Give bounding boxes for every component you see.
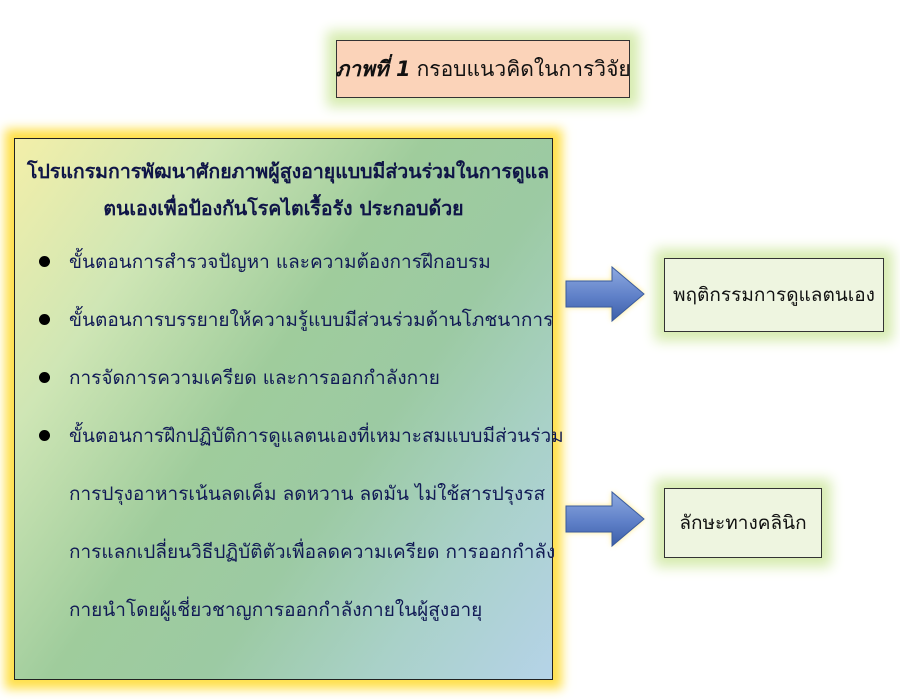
bullet-icon (39, 314, 50, 325)
program-heading: โปรแกรมการพัฒนาศักยภาพผู้สูงอายุแบบมีส่ว… (27, 153, 550, 227)
outcome-clinical-box: ลักษะทางคลินิก (664, 488, 822, 558)
figure-title-text: กรอบแนวคิดในการวิจัย (416, 56, 631, 81)
program-step: ขั้นตอนการสำรวจปัญหา และความต้องการฝึกอบ… (27, 233, 540, 291)
outcome-clinical-label: ลักษะทางคลินิก (679, 512, 807, 534)
program-step-text: การแลกเปลี่ยนวิธีปฏิบัติตัวเพื่อลดความเค… (69, 541, 556, 563)
bullet-icon (39, 372, 50, 383)
program-steps-list: ขั้นตอนการสำรวจปัญหา และความต้องการฝึกอบ… (27, 233, 564, 639)
program-step: ขั้นตอนการบรรยายให้ความรู้แบบมีส่วนร่วมด… (27, 291, 554, 349)
program-heading-line-2: ตนเองเพื่อป้องกันโรคไตเรื้อรัง ประกอบด้ว… (103, 197, 464, 220)
program-step-text: กายนำโดยผู้เชี่ยวชาญการออกกำลังกายในผู้ส… (69, 599, 483, 621)
program-step-text: การจัดการความเครียด และการออกกำลังกาย (69, 367, 440, 389)
program-step-text: ขั้นตอนการบรรยายให้ความรู้แบบมีส่วนร่วมด… (69, 309, 554, 331)
program-step-text: ขั้นตอนการสำรวจปัญหา และความต้องการฝึกอบ… (69, 251, 491, 273)
outcome-self-care-box: พฤติกรรมการดูแลตนเอง (664, 258, 884, 332)
figure-title: ภาพที่ 1 กรอบแนวคิดในการวิจัย (335, 40, 631, 98)
figure-label: ภาพที่ 1 (335, 56, 411, 81)
program-step: การจัดการความเครียด และการออกกำลังกาย (27, 349, 540, 407)
program-step-text: ขั้นตอนการฝึกปฏิบัติการดูแลตนเองที่เหมาะ… (69, 425, 564, 447)
program-box: โปรแกรมการพัฒนาศักยภาพผู้สูงอายุแบบมีส่ว… (14, 138, 564, 680)
bullet-icon (39, 430, 50, 441)
program-step: ขั้นตอนการฝึกปฏิบัติการดูแลตนเองที่เหมาะ… (27, 407, 564, 639)
program-step-text: การปรุงอาหารเน้นลดเค็ม ลดหวาน ลดมัน ไม่ใ… (69, 483, 546, 505)
program-heading-line-1: โปรแกรมการพัฒนาศักยภาพผู้สูงอายุแบบมีส่ว… (27, 160, 550, 183)
bullet-icon (39, 256, 50, 267)
arrow-right-icon (565, 265, 645, 323)
arrow-right-icon (565, 490, 645, 548)
outcome-self-care-label: พฤติกรรมการดูแลตนเอง (673, 284, 875, 306)
